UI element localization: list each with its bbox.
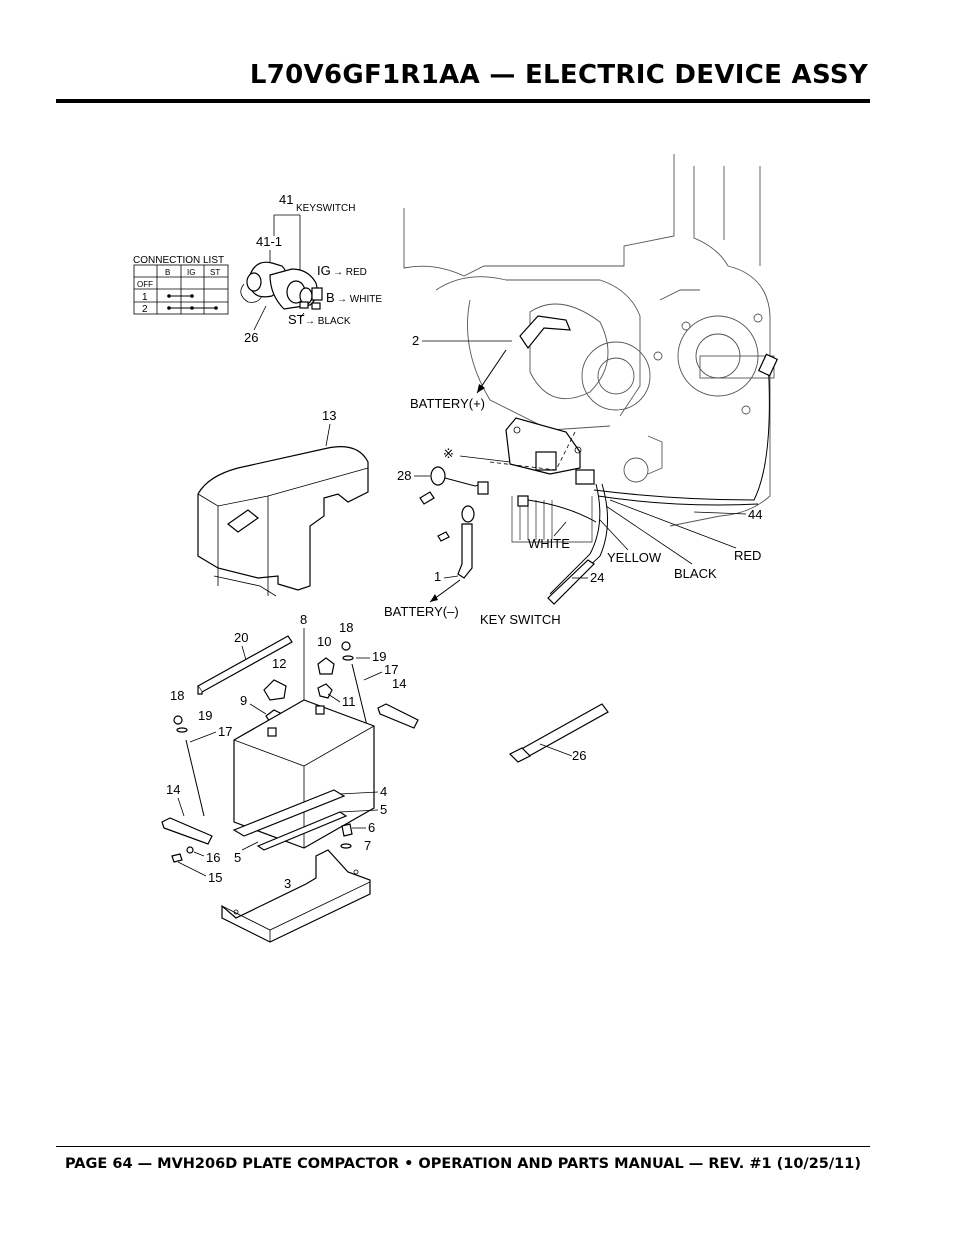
label-13: 13 <box>322 408 336 423</box>
label-4: 4 <box>380 784 387 799</box>
label-red: RED <box>734 548 761 563</box>
label-battery-neg: BATTERY(–) <box>384 604 459 619</box>
label-5-left: 5 <box>234 850 241 865</box>
label-5-right: 5 <box>380 802 387 817</box>
label-20: 20 <box>234 630 248 645</box>
label-st-black: → BLACK <box>305 316 351 327</box>
label-keyswitch: KEYSWITCH <box>296 203 355 214</box>
label-28: 28 <box>397 468 411 483</box>
label-black: BLACK <box>674 566 717 581</box>
label-16: 16 <box>206 850 220 865</box>
label-10: 10 <box>317 634 331 649</box>
cables: 2 BATTERY(+) ※ 28 1 BATTERY(–) <box>384 315 779 627</box>
label-41-1: 41-1 <box>256 234 282 249</box>
label-15: 15 <box>208 870 222 885</box>
label-yellow: YELLOW <box>607 550 662 565</box>
engine-outline <box>403 154 775 543</box>
label-19-right: 19 <box>372 649 386 664</box>
label-18-right: 18 <box>339 620 353 635</box>
label-st: ST <box>288 312 305 327</box>
label-26-keyswitch: 26 <box>244 330 258 345</box>
label-2: 2 <box>412 333 419 348</box>
footer-rule <box>56 1146 870 1147</box>
label-key-switch: KEY SWITCH <box>480 612 561 627</box>
keyswitch-assembly: 41 KEYSWITCH 41-1 26 IG → RED B → WHITE … <box>240 192 382 345</box>
battery-hardware: 20 8 10 18 19 17 14 12 11 9 <box>161 612 419 943</box>
label-asterisk: ※ <box>443 446 454 461</box>
label-b: B <box>326 290 335 305</box>
label-14-right: 14 <box>392 676 406 691</box>
label-7: 7 <box>364 838 371 853</box>
label-8: 8 <box>300 612 307 627</box>
connection-list-table: CONNECTION LIST B IG ST OFF 1 2 <box>133 255 229 315</box>
label-12: 12 <box>272 656 286 671</box>
label-24: 24 <box>590 570 604 585</box>
label-26-tie: 26 <box>572 748 586 763</box>
label-white: WHITE <box>528 536 570 551</box>
col-b: B <box>165 268 170 277</box>
label-ig: IG <box>317 263 331 278</box>
title-rule <box>56 99 870 103</box>
cable-tie: 26 <box>508 703 609 763</box>
row-1: 1 <box>142 292 148 303</box>
label-44: 44 <box>748 507 762 522</box>
label-9: 9 <box>240 693 247 708</box>
label-1: 1 <box>434 569 441 584</box>
label-3: 3 <box>284 876 291 891</box>
label-41: 41 <box>279 192 293 207</box>
connection-list-title: CONNECTION LIST <box>133 255 224 266</box>
label-14-left: 14 <box>166 782 180 797</box>
label-17-right: 17 <box>384 662 398 677</box>
label-battery-pos: BATTERY(+) <box>410 396 485 411</box>
page-title: L70V6GF1R1AA — ELECTRIC DEVICE ASSY <box>249 60 868 90</box>
label-6: 6 <box>368 820 375 835</box>
label-17-left: 17 <box>218 724 232 739</box>
label-18-left: 18 <box>170 688 184 703</box>
col-st: ST <box>210 268 220 277</box>
label-11: 11 <box>342 694 356 709</box>
row-off: OFF <box>137 280 153 289</box>
row-2: 2 <box>142 304 148 315</box>
col-ig: IG <box>187 268 195 277</box>
page-footer: PAGE 64 — MVH206D PLATE COMPACTOR • OPER… <box>65 1156 861 1172</box>
label-19-left: 19 <box>198 708 212 723</box>
label-b-white: → WHITE <box>337 294 382 305</box>
battery-cover: 13 <box>197 408 369 597</box>
label-ig-red: → RED <box>333 267 367 278</box>
